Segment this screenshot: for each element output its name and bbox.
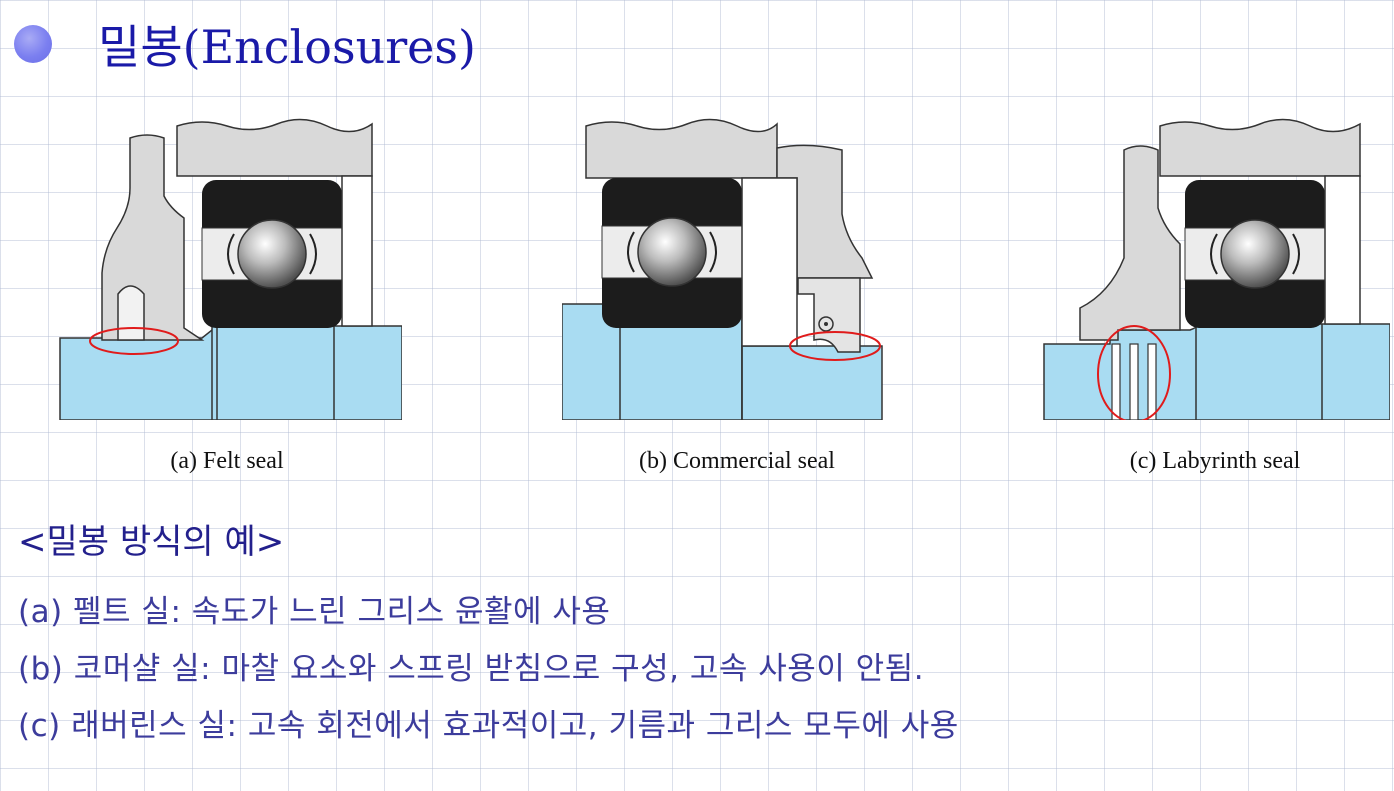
slide-title-row: 밀봉(Enclosures) (14, 8, 476, 80)
commercial-seal-diagram (562, 118, 883, 420)
commercial-seal-figure (562, 108, 912, 420)
labyrinth-seal-caption: (c) Labyrinth seal (1129, 448, 1301, 474)
bullet-icon (14, 25, 52, 63)
slide-title: 밀봉(Enclosures) (98, 20, 476, 74)
labyrinth-seal-figure (1040, 108, 1390, 420)
seal-figures: (a) Felt seal (0, 108, 1394, 488)
commercial-seal-description: (b) 코머샬 실: 마찰 요소와 스프링 받침으로 구성, 고속 사용이 안됨… (18, 651, 925, 687)
felt-seal-description: (a) 펠트 실: 속도가 느린 그리스 윤활에 사용 (18, 594, 611, 630)
labyrinth-seal-diagram (1043, 118, 1390, 420)
labyrinth-seal-description: (c) 래버린스 실: 고속 회전에서 효과적이고, 기름과 그리스 모두에 사… (18, 708, 959, 744)
felt-seal-diagram (59, 118, 402, 420)
commercial-seal-caption: (b) Commercial seal (639, 448, 835, 474)
felt-seal-caption: (a) Felt seal (170, 448, 284, 474)
seal-description-list: (a) 펠트 실: 속도가 느린 그리스 윤활에 사용 (b) 코머샬 실: 마… (18, 590, 959, 761)
felt-seal-figure (52, 108, 402, 420)
examples-heading: <밀봉 방식의 예> (18, 522, 285, 562)
